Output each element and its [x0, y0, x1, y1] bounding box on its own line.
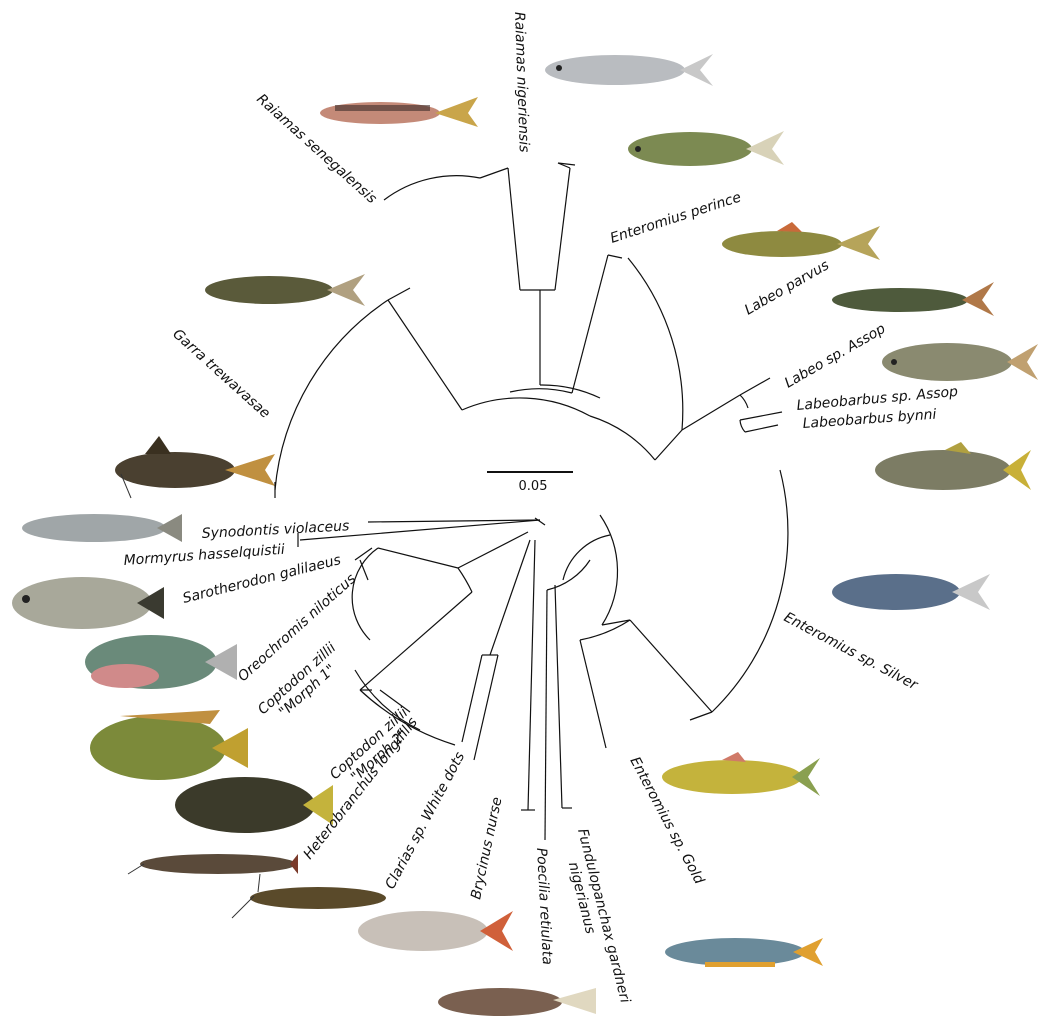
fish-image-heterobranchus [128, 854, 298, 874]
scale-bar-label: 0.05 [519, 479, 548, 494]
tree-branches [275, 163, 788, 840]
fish-image-coptodon-morph2 [175, 777, 333, 833]
fish-image-brycinus-nurse [358, 911, 513, 951]
fish-image-labeo-sp-assop [832, 282, 994, 316]
fish-image-mormyrus [22, 514, 182, 542]
fish-image-labeobarbus-bynni [875, 442, 1031, 490]
fish-image-clarias [232, 874, 386, 918]
fish-image-coptodon-morph1 [90, 710, 248, 780]
taxon-label-poecilia-reticulata: Poecilia retiulata [533, 847, 555, 965]
taxon-label-brycinus-nurse: Brycinus nurse [468, 796, 505, 901]
fish-image-enteromius-sp-silver [832, 574, 990, 610]
fish-image-sarotherodon [12, 577, 164, 629]
fish-image-labeobarbus-sp-assop [882, 343, 1038, 381]
fish-image-labeo-parvus [722, 222, 880, 260]
fish-image-raiamas-nigeriensis [545, 54, 713, 86]
scale-bar: 0.05 [487, 472, 573, 494]
fish-image-oreochromis [85, 635, 237, 689]
taxon-label-fundulopanchax: Fundulopanchax gardneri nigerianus [558, 827, 634, 1013]
fish-image-enteromius-sp-gold [662, 752, 820, 796]
fish-image-garra [205, 274, 365, 306]
fish-images [12, 54, 1038, 1016]
taxon-label-enteromius-perince: Enteromius perince [608, 189, 743, 246]
taxon-label-clarias-sp-white-dots: Clarias sp. White dots [382, 750, 468, 892]
fish-image-fundulopanchax [665, 938, 823, 967]
taxon-label-labeo-parvus: Labeo parvus [742, 257, 832, 318]
taxon-label-raiamas-nigeriensis: Raiamas nigeriensis [511, 12, 532, 153]
fish-image-poecilia-reticulata [438, 988, 596, 1016]
fish-image-raiamas-senegalensis [320, 97, 478, 127]
taxon-label-enteromius-sp-silver: Enteromius sp. Silver [781, 609, 921, 694]
taxon-label-synodontis-violaceus: Synodontis violaceus [201, 518, 349, 542]
taxon-label-mormyrus-hasselquistii: Mormyrus hasselquistii [123, 542, 285, 569]
taxon-label-garra-trewavasae: Garra trewavasae [169, 326, 273, 422]
fish-image-synodontis [115, 436, 275, 498]
taxon-label-labeo-sp-assop: Labeo sp. Assop [782, 321, 888, 392]
fish-image-enteromius-perince [628, 131, 784, 166]
